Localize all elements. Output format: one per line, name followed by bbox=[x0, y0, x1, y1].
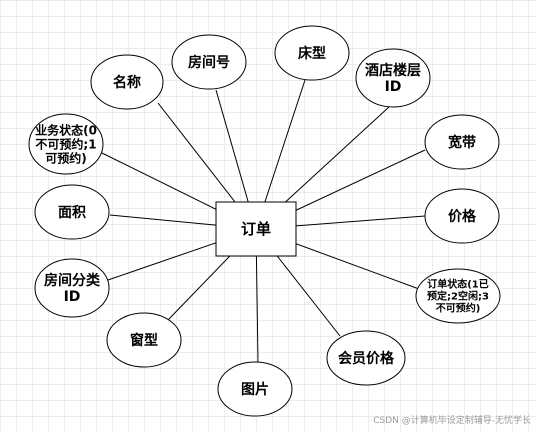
attribute-member-price[interactable]: 会员价格 bbox=[326, 330, 406, 386]
attribute-label-line: 床型 bbox=[298, 45, 326, 62]
attribute-label-line: ID bbox=[64, 289, 81, 305]
attribute-label-line: 图片 bbox=[241, 381, 269, 398]
attribute-label-line: 预定;2空闲;3 bbox=[427, 290, 489, 303]
attribute-broadband[interactable]: 宽带 bbox=[424, 114, 500, 170]
attribute-label: 房间号 bbox=[188, 54, 230, 71]
attribute-image[interactable]: 图片 bbox=[217, 361, 293, 417]
attribute-ellipse[interactable] bbox=[415, 268, 501, 324]
attribute-label-line: 宽带 bbox=[448, 134, 476, 151]
attribute-label-line: 订单状态(1已 bbox=[427, 278, 489, 291]
attribute-label-line: 价格 bbox=[448, 208, 477, 225]
attribute-label-line: 不可预约) bbox=[436, 302, 481, 315]
attribute-label-line: 酒店楼层 bbox=[365, 62, 421, 79]
attribute-bed-type[interactable]: 床型 bbox=[274, 25, 350, 81]
attribute-label-line: 会员价格 bbox=[338, 350, 395, 367]
attribute-ellipse[interactable] bbox=[90, 54, 164, 110]
attribute-ellipse[interactable] bbox=[326, 330, 406, 386]
attribute-area[interactable]: 面积 bbox=[34, 184, 110, 240]
entity-label: 订单 bbox=[241, 220, 271, 238]
entity-box[interactable] bbox=[215, 201, 297, 257]
attribute-label-line: 不可预约;1 bbox=[35, 136, 96, 151]
attribute-label-line: 业务状态(0 bbox=[35, 122, 97, 137]
attribute-label: 面积 bbox=[58, 204, 86, 221]
attribute-price[interactable]: 价格 bbox=[424, 188, 500, 244]
watermark-text: CSDN @计算机毕设定制辅导-无忧学长 bbox=[373, 416, 531, 426]
attribute-label-line: 名称 bbox=[113, 74, 141, 91]
attribute-ellipse[interactable] bbox=[424, 188, 500, 244]
attribute-label: 床型 bbox=[298, 45, 326, 62]
attribute-room-number[interactable]: 房间号 bbox=[171, 34, 247, 90]
attribute-name[interactable]: 名称 bbox=[90, 54, 164, 110]
attribute-label: 宽带 bbox=[448, 134, 476, 151]
attribute-label: 图片 bbox=[241, 381, 269, 398]
attribute-ellipse[interactable] bbox=[217, 361, 293, 417]
attribute-label-line: 房间号 bbox=[188, 54, 230, 71]
attribute-ellipse[interactable] bbox=[106, 312, 182, 368]
attribute-ellipse[interactable] bbox=[355, 48, 431, 108]
attribute-window-type[interactable]: 窗型 bbox=[106, 312, 182, 368]
attribute-label: 会员价格 bbox=[338, 350, 395, 367]
attribute-label: 窗型 bbox=[130, 332, 158, 349]
attribute-ellipse[interactable] bbox=[28, 113, 104, 175]
attribute-ellipse[interactable] bbox=[34, 258, 110, 318]
attribute-label: 价格 bbox=[448, 208, 477, 225]
attribute-ellipse[interactable] bbox=[274, 25, 350, 81]
attribute-label-line: 窗型 bbox=[130, 332, 158, 349]
attribute-ellipse[interactable] bbox=[424, 114, 500, 170]
attribute-label-line: 面积 bbox=[58, 204, 86, 221]
attribute-label: 名称 bbox=[113, 74, 141, 91]
attribute-label-line: ID bbox=[385, 79, 402, 95]
attribute-label-line: 房间分类 bbox=[44, 272, 101, 289]
attribute-ellipse[interactable] bbox=[34, 184, 110, 240]
attribute-ellipse[interactable] bbox=[171, 34, 247, 90]
attribute-label-line: 可预约) bbox=[45, 150, 87, 165]
entity-order[interactable]: 订单 bbox=[215, 201, 297, 257]
